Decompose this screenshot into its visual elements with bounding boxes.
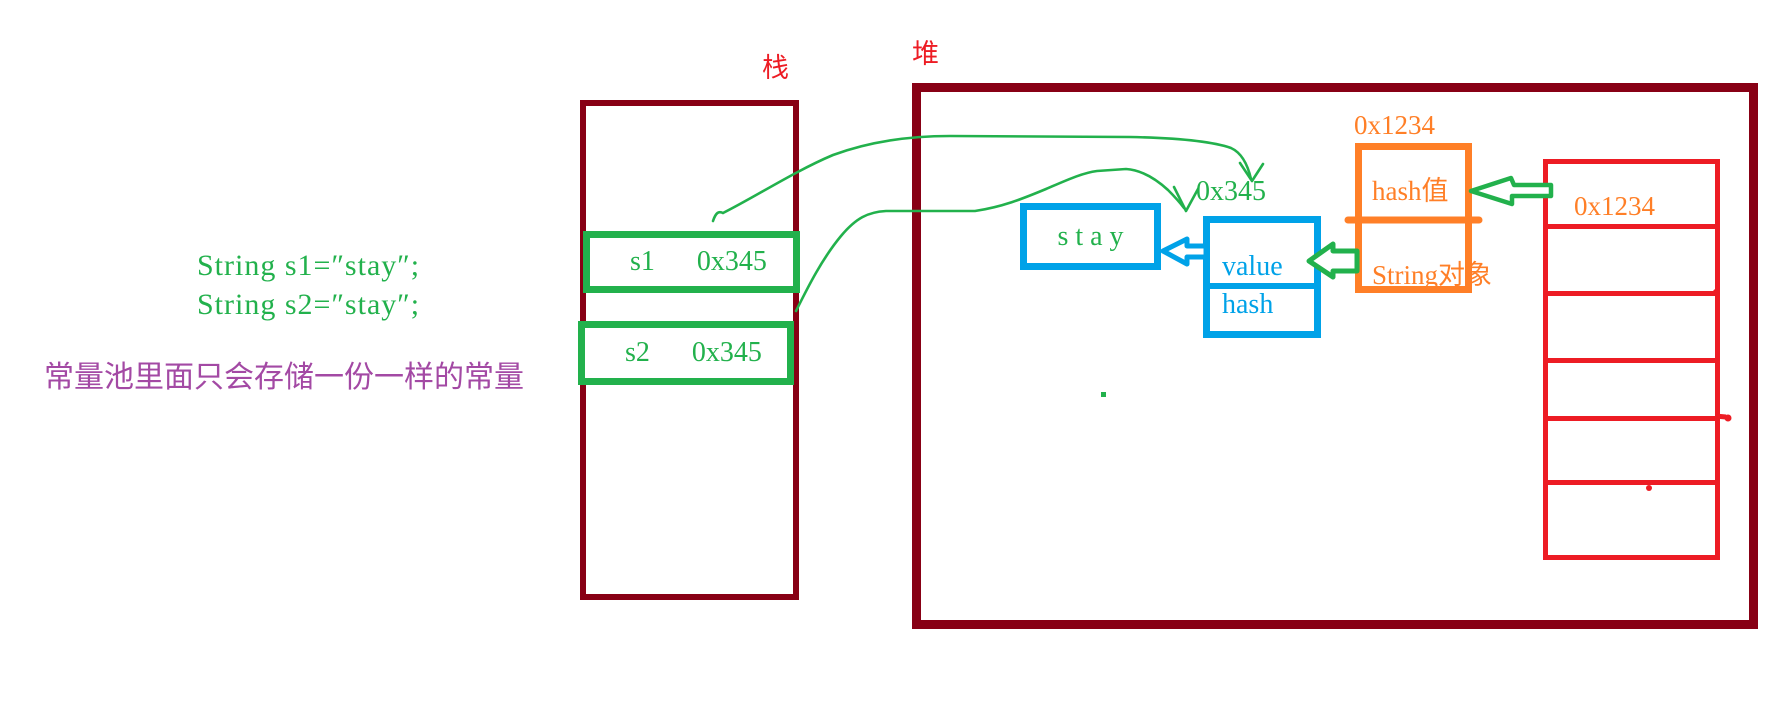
slot-s2-name: s2	[625, 337, 650, 368]
hash-field-cell: hash	[1210, 289, 1314, 331]
pool-address-label: 0x345	[1196, 176, 1266, 207]
heap-region	[912, 83, 1758, 629]
value-field-label: value	[1222, 251, 1283, 282]
char-array-box: s t a y	[1020, 203, 1161, 270]
string-value-box: value hash	[1203, 216, 1321, 338]
char-array-text: s t a y	[1057, 220, 1124, 252]
slot-s2-value: 0x345	[691, 337, 762, 368]
slot-s1-value: 0x345	[696, 246, 767, 277]
stack-slot-s1: s1 0x345	[583, 231, 800, 293]
heap-label: 堆	[912, 39, 939, 69]
string-object-label: String对象	[1372, 260, 1493, 290]
code-line-2: String s2=″stay″;	[197, 288, 421, 321]
note-text: 常量池里面只会存储一份一样的常量	[44, 361, 524, 394]
table-row-1: 0x1234	[1548, 164, 1715, 229]
stack-slot-s2: s2 0x345	[578, 321, 794, 385]
code-line-1: String s1=″stay″;	[197, 249, 421, 282]
object-address-label: 0x1234	[1354, 110, 1435, 140]
stack-label: 栈	[762, 53, 789, 83]
hash-value-label: hash值	[1372, 176, 1449, 206]
table-row-5	[1548, 421, 1715, 485]
reference-table: 0x1234	[1543, 159, 1720, 560]
table-row-2	[1548, 229, 1715, 296]
table-cell-address: 0x1234	[1574, 191, 1655, 221]
hash-field-label: hash	[1222, 289, 1274, 320]
table-row-4	[1548, 363, 1715, 421]
slot-s1-name: s1	[630, 246, 655, 277]
value-field-cell: value	[1210, 223, 1314, 289]
string-object-box: hash值 String对象	[1355, 143, 1492, 293]
table-row-6	[1548, 485, 1715, 557]
table-row-3	[1548, 296, 1715, 363]
